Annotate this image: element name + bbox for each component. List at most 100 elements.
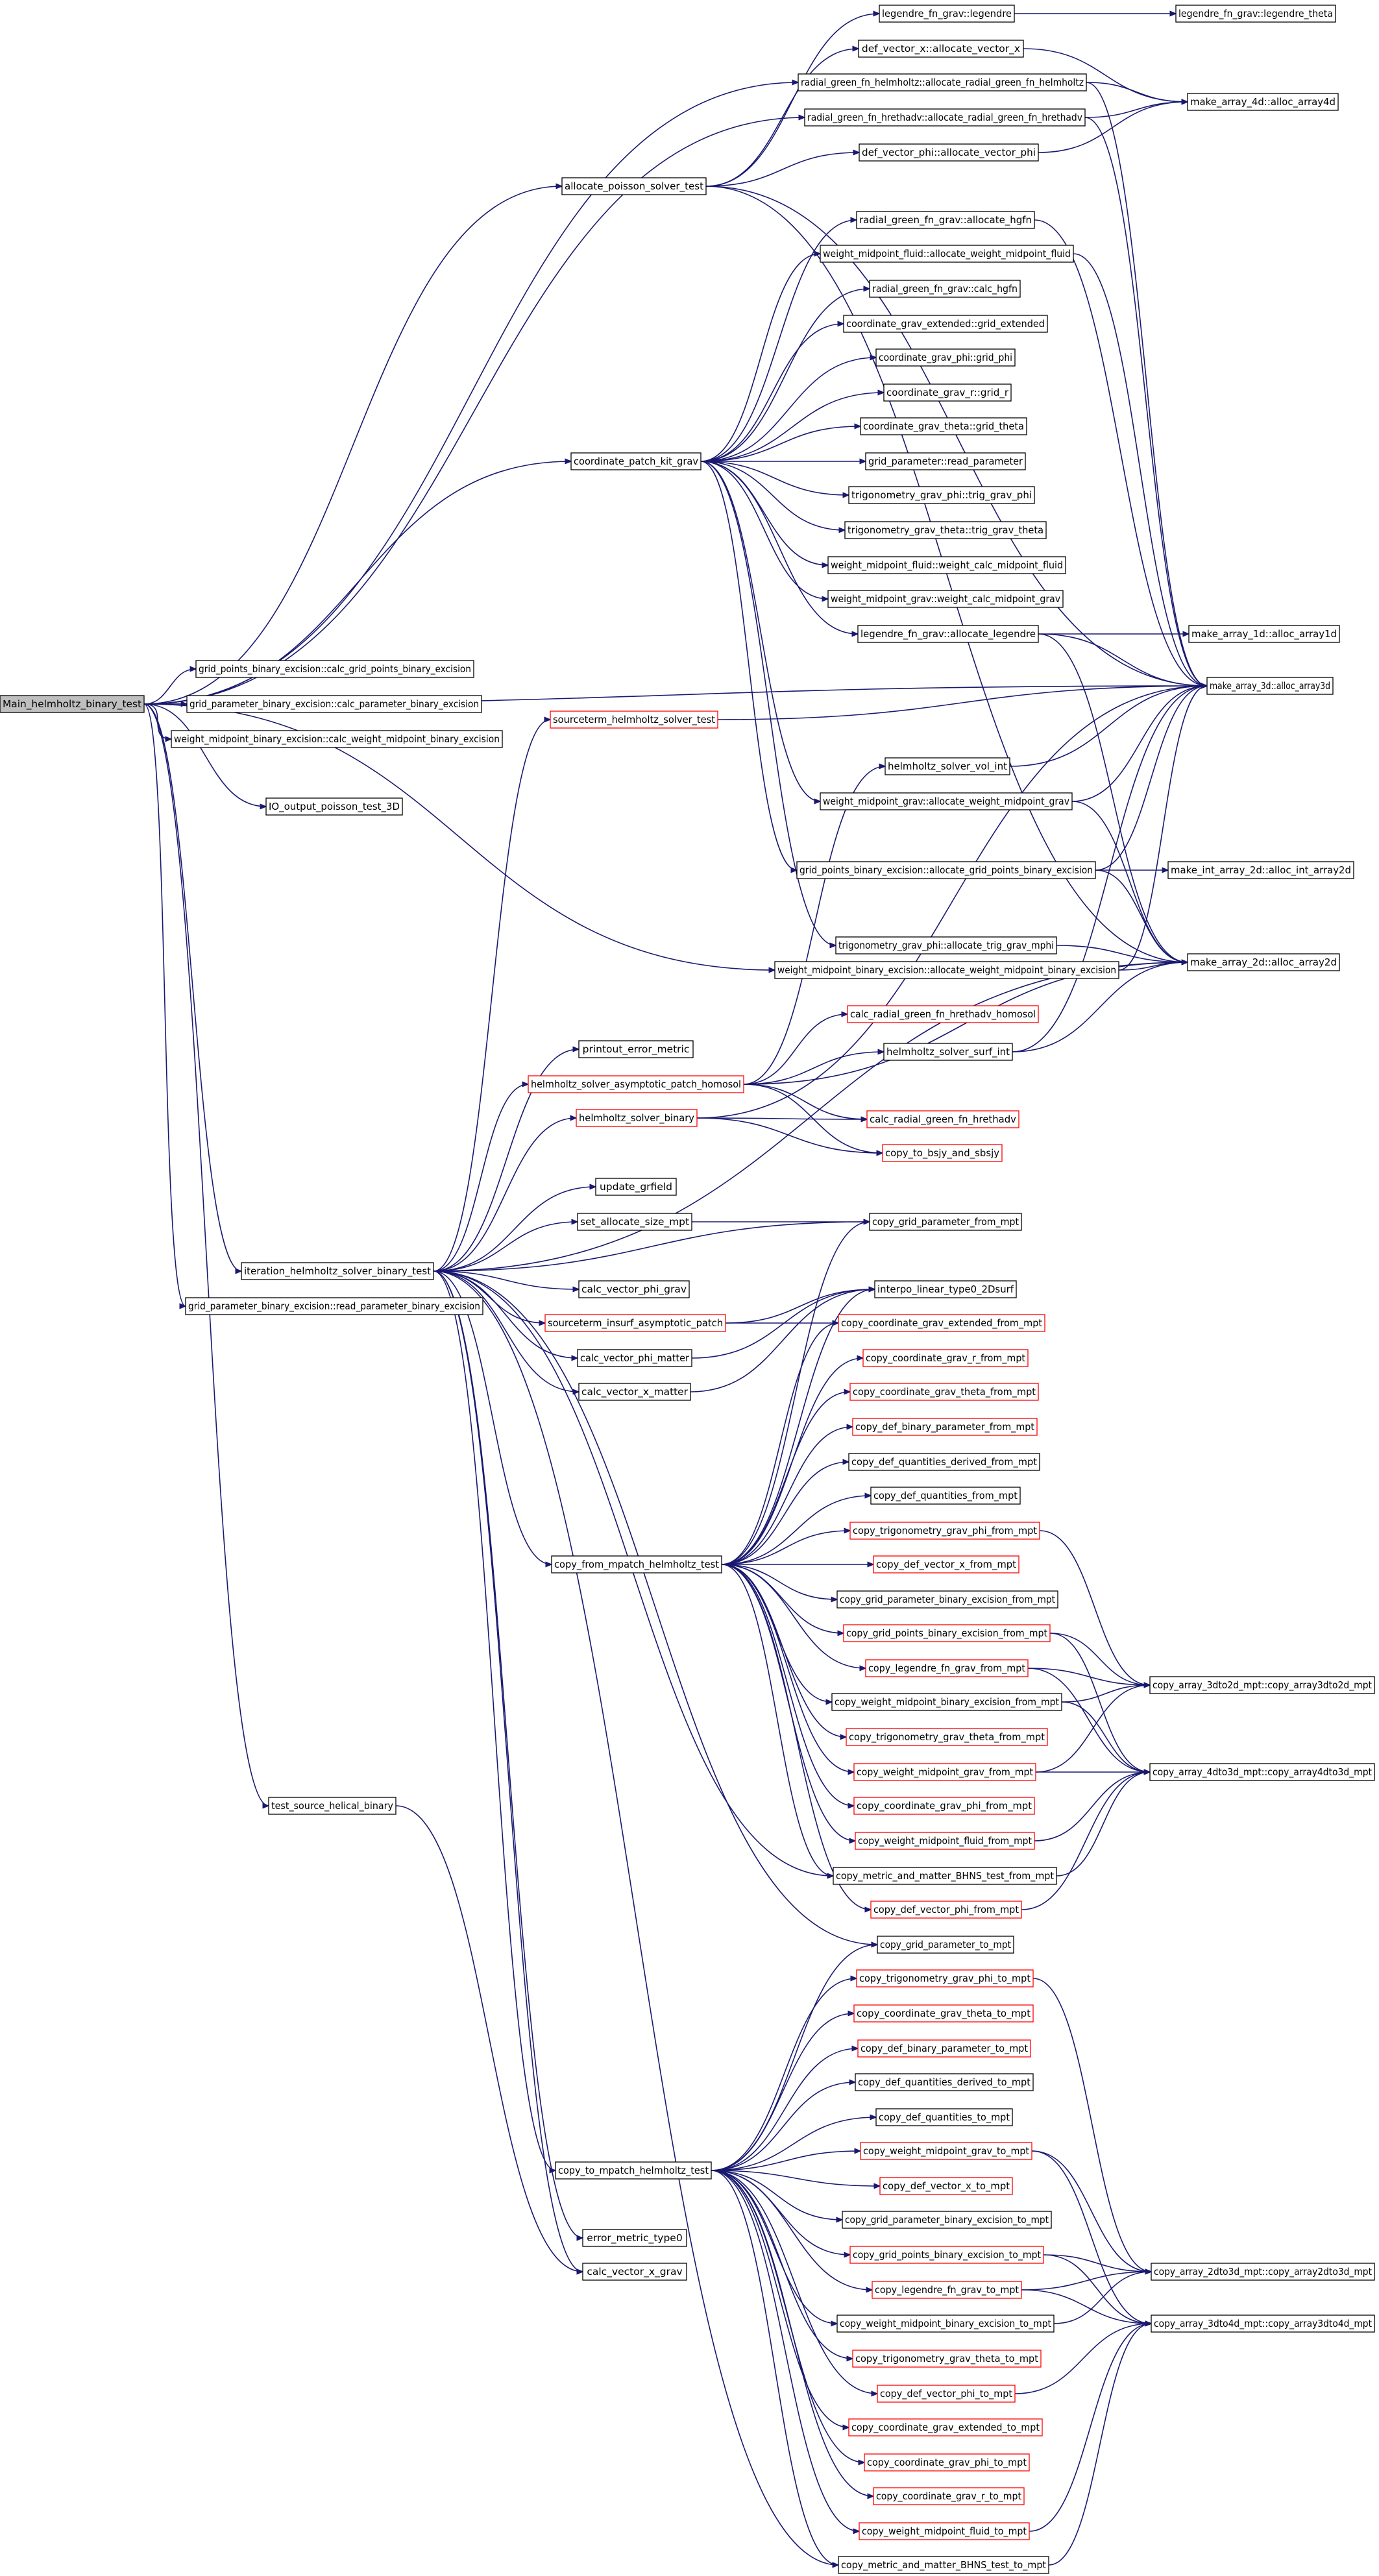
- node-grid-parameter-binary-excision-calc[interactable]: grid_parameter_binary_excision::calc_par…: [186, 695, 482, 713]
- node-copy-grid-parameter-to-mpt[interactable]: copy_grid_parameter_to_mpt: [877, 1936, 1014, 1954]
- node-make-int-array-2d-alloc-int-array2d[interactable]: make_int_array_2d::alloc_int_array2d: [1167, 861, 1354, 879]
- node-coordinate-patch-kit-grav[interactable]: coordinate_patch_kit_grav: [570, 452, 702, 470]
- node-radial-green-fn-grav-allocate-hgfn[interactable]: radial_green_fn_grav::allocate_hgfn: [856, 211, 1035, 229]
- node-copy-grid-points-binary-excision-to-mpt[interactable]: copy_grid_points_binary_excision_to_mpt: [849, 2246, 1044, 2264]
- node-copy-array-4dto3d-mpt[interactable]: copy_array_4dto3d_mpt::copy_array4dto3d_…: [1149, 1763, 1375, 1781]
- node-legendre-fn-grav-allocate-legendre[interactable]: legendre_fn_grav::allocate_legendre: [857, 625, 1039, 643]
- node-calc-radial-green-fn-hrethadv-homosol[interactable]: calc_radial_green_fn_hrethadv_homosol: [847, 1005, 1039, 1023]
- node-copy-legendre-fn-grav-from-mpt[interactable]: copy_legendre_fn_grav_from_mpt: [865, 1659, 1029, 1677]
- node-set-allocate-size-mpt[interactable]: set_allocate_size_mpt: [577, 1213, 692, 1231]
- node-def-vector-phi-allocate-vector-phi[interactable]: def_vector_phi::allocate_vector_phi: [859, 143, 1039, 162]
- node-root[interactable]: Main_helmholtz_binary_test: [0, 695, 145, 713]
- node-copy-trigonometry-grav-phi-from-mpt[interactable]: copy_trigonometry_grav_phi_from_mpt: [849, 1522, 1040, 1540]
- node-calc-vector-x-matter[interactable]: calc_vector_x_matter: [578, 1383, 691, 1401]
- node-weight-midpoint-binary-excision-allocate[interactable]: weight_midpoint_binary_excision::allocat…: [774, 961, 1119, 979]
- node-weight-midpoint-grav-allocate[interactable]: weight_midpoint_grav::allocate_weight_mi…: [820, 792, 1073, 810]
- node-copy-coordinate-grav-theta-from-mpt[interactable]: copy_coordinate_grav_theta_from_mpt: [849, 1383, 1039, 1401]
- node-radial-green-fn-grav-calc-hgfn[interactable]: radial_green_fn_grav::calc_hgfn: [869, 280, 1021, 298]
- node-copy-def-vector-phi-from-mpt[interactable]: copy_def_vector_phi_from_mpt: [870, 1901, 1022, 1919]
- node-grid-points-binary-excision-calc[interactable]: grid_points_binary_excision::calc_grid_p…: [195, 660, 474, 678]
- node-legendre-fn-grav-legendre[interactable]: legendre_fn_grav::legendre: [879, 5, 1015, 23]
- node-copy-metric-and-matter-bhns-test-from-mpt[interactable]: copy_metric_and_matter_BHNS_test_from_mp…: [833, 1867, 1057, 1885]
- node-weight-midpoint-grav-weight-calc[interactable]: weight_midpoint_grav::weight_calc_midpoi…: [827, 590, 1064, 608]
- node-copy-coordinate-grav-extended-to-mpt[interactable]: copy_coordinate_grav_extended_to_mpt: [848, 2418, 1043, 2436]
- node-legendre-fn-grav-legendre-theta[interactable]: legendre_fn_grav::legendre_theta: [1175, 5, 1336, 23]
- node-grid-parameter-binary-excision-read[interactable]: grid_parameter_binary_excision::read_par…: [185, 1297, 483, 1315]
- node-copy-def-vector-x-to-mpt[interactable]: copy_def_vector_x_to_mpt: [879, 2177, 1013, 2195]
- node-make-array-2d-alloc-array2d[interactable]: make_array_2d::alloc_array2d: [1187, 953, 1340, 971]
- node-error-metric-type0[interactable]: error_metric_type0: [582, 2229, 687, 2247]
- node-coordinate-grav-theta-grid-theta[interactable]: coordinate_grav_theta::grid_theta: [860, 417, 1027, 435]
- node-copy-to-bsjy-and-sbsjy[interactable]: copy_to_bsjy_and_sbsjy: [882, 1144, 1003, 1162]
- node-trigonometry-grav-phi-allocate-trig-grav-mphi[interactable]: trigonometry_grav_phi::allocate_trig_gra…: [835, 936, 1057, 954]
- node-copy-metric-and-matter-bhns-test-to-mpt[interactable]: copy_metric_and_matter_BHNS_test_to_mpt: [838, 2556, 1049, 2574]
- node-copy-from-mpatch-helmholtz-test[interactable]: copy_from_mpatch_helmholtz_test: [551, 1555, 722, 1574]
- node-test-source-helical-binary[interactable]: test_source_helical_binary: [268, 1797, 397, 1815]
- node-weight-midpoint-binary-excision-calc[interactable]: weight_midpoint_binary_excision::calc_we…: [171, 730, 503, 748]
- node-copy-def-vector-phi-to-mpt[interactable]: copy_def_vector_phi_to_mpt: [877, 2385, 1016, 2403]
- node-copy-trigonometry-grav-phi-to-mpt[interactable]: copy_trigonometry_grav_phi_to_mpt: [856, 1969, 1034, 1987]
- node-allocate-poisson-solver-test[interactable]: allocate_poisson_solver_test: [561, 177, 707, 195]
- node-coordinate-grav-extended-grid-extended[interactable]: coordinate_grav_extended::grid_extended: [843, 315, 1048, 333]
- node-iteration-helmholtz-solver-binary-test[interactable]: iteration_helmholtz_solver_binary_test: [241, 1262, 434, 1280]
- node-sourceterm-helmholtz-solver-test[interactable]: sourceterm_helmholtz_solver_test: [550, 711, 718, 729]
- node-copy-to-mpatch-helmholtz-test[interactable]: copy_to_mpatch_helmholtz_test: [555, 2161, 712, 2180]
- node-coordinate-grav-r-grid-r[interactable]: coordinate_grav_r::grid_r: [883, 383, 1012, 402]
- node-copy-weight-midpoint-grav-from-mpt[interactable]: copy_weight_midpoint_grav_from_mpt: [853, 1763, 1036, 1781]
- node-copy-def-quantities-derived-to-mpt[interactable]: copy_def_quantities_derived_to_mpt: [855, 2073, 1034, 2091]
- node-copy-def-vector-x-from-mpt[interactable]: copy_def_vector_x_from_mpt: [873, 1555, 1019, 1574]
- node-make-array-1d-alloc-array1d[interactable]: make_array_1d::alloc_array1d: [1188, 625, 1340, 643]
- node-update-grfield[interactable]: update_grfield: [595, 1178, 677, 1196]
- node-copy-grid-points-binary-excision-from-mpt[interactable]: copy_grid_points_binary_excision_from_mp…: [843, 1624, 1051, 1642]
- node-copy-weight-midpoint-binary-excision-from-mpt[interactable]: copy_weight_midpoint_binary_excision_fro…: [831, 1693, 1062, 1711]
- node-calc-radial-green-fn-hrethadv[interactable]: calc_radial_green_fn_hrethadv: [866, 1110, 1019, 1128]
- node-weight-midpoint-fluid-allocate[interactable]: weight_midpoint_fluid::allocate_weight_m…: [820, 245, 1074, 263]
- node-calc-vector-phi-grav[interactable]: calc_vector_phi_grav: [578, 1280, 690, 1298]
- node-copy-array-2dto3d-mpt[interactable]: copy_array_2dto3d_mpt::copy_array2dto3d_…: [1151, 2263, 1375, 2281]
- node-make-array-4d-alloc-array4d[interactable]: make_array_4d::alloc_array4d: [1187, 93, 1339, 111]
- node-helmholtz-solver-asymptotic-patch-homosol[interactable]: helmholtz_solver_asymptotic_patch_homoso…: [528, 1075, 744, 1093]
- node-copy-coordinate-grav-theta-to-mpt[interactable]: copy_coordinate_grav_theta_to_mpt: [853, 2004, 1034, 2023]
- node-copy-def-binary-parameter-to-mpt[interactable]: copy_def_binary_parameter_to_mpt: [857, 2039, 1031, 2058]
- node-copy-def-quantities-derived-from-mpt[interactable]: copy_def_quantities_derived_from_mpt: [848, 1453, 1040, 1471]
- node-copy-coordinate-grav-extended-from-mpt[interactable]: copy_coordinate_grav_extended_from_mpt: [838, 1314, 1045, 1332]
- node-copy-weight-midpoint-fluid-from-mpt[interactable]: copy_weight_midpoint_fluid_from_mpt: [855, 1832, 1035, 1850]
- node-grid-points-binary-excision-allocate[interactable]: grid_points_binary_excision::allocate_gr…: [796, 861, 1096, 879]
- node-helmholtz-solver-surf-int[interactable]: helmholtz_solver_surf_int: [883, 1043, 1013, 1061]
- node-copy-coordinate-grav-r-to-mpt[interactable]: copy_coordinate_grav_r_to_mpt: [873, 2487, 1025, 2505]
- node-copy-trigonometry-grav-theta-from-mpt[interactable]: copy_trigonometry_grav_theta_from_mpt: [846, 1728, 1048, 1746]
- node-copy-array-3dto4d-mpt[interactable]: copy_array_3dto4d_mpt::copy_array3dto4d_…: [1151, 2315, 1375, 2333]
- node-interpo-linear-type0-2dsurf[interactable]: interpo_linear_type0_2Dsurf: [874, 1280, 1017, 1298]
- node-copy-weight-midpoint-grav-to-mpt[interactable]: copy_weight_midpoint_grav_to_mpt: [860, 2142, 1032, 2160]
- node-copy-weight-midpoint-binary-excision-to-mpt[interactable]: copy_weight_midpoint_binary_excision_to_…: [836, 2315, 1055, 2333]
- node-calc-vector-x-grav[interactable]: calc_vector_x_grav: [582, 2263, 687, 2281]
- node-make-array-3d-alloc-array3d[interactable]: make_array_3d::alloc_array3d: [1206, 677, 1334, 695]
- node-copy-grid-parameter-from-mpt[interactable]: copy_grid_parameter_from_mpt: [869, 1213, 1022, 1231]
- node-weight-midpoint-fluid-weight-calc[interactable]: weight_midpoint_fluid::weight_calc_midpo…: [827, 556, 1066, 574]
- node-copy-grid-parameter-binary-excision-from-mpt[interactable]: copy_grid_parameter_binary_excision_from…: [836, 1590, 1058, 1609]
- node-copy-coordinate-grav-phi-from-mpt[interactable]: copy_coordinate_grav_phi_from_mpt: [853, 1797, 1035, 1815]
- node-calc-vector-phi-matter[interactable]: calc_vector_phi_matter: [577, 1349, 692, 1367]
- node-copy-weight-midpoint-fluid-to-mpt[interactable]: copy_weight_midpoint_fluid_to_mpt: [859, 2522, 1030, 2540]
- node-io-output-poisson-test-3d[interactable]: IO_output_poisson_test_3D: [265, 797, 403, 816]
- node-coordinate-grav-phi-grid-phi[interactable]: coordinate_grav_phi::grid_phi: [875, 348, 1016, 367]
- node-helmholtz-solver-binary[interactable]: helmholtz_solver_binary: [576, 1109, 698, 1127]
- node-helmholtz-solver-vol-int[interactable]: helmholtz_solver_vol_int: [885, 757, 1010, 775]
- node-radial-green-fn-hrethadv-allocate[interactable]: radial_green_fn_hrethadv::allocate_radia…: [804, 108, 1086, 127]
- node-copy-trigonometry-grav-theta-to-mpt[interactable]: copy_trigonometry_grav_theta_to_mpt: [852, 2350, 1042, 2368]
- node-trigonometry-grav-phi-trig-grav-phi[interactable]: trigonometry_grav_phi::trig_grav_phi: [848, 486, 1035, 504]
- node-copy-def-binary-parameter-from-mpt[interactable]: copy_def_binary_parameter_from_mpt: [852, 1418, 1038, 1436]
- node-sourceterm-insurf-asymptotic-patch[interactable]: sourceterm_insurf_asymptotic_patch: [544, 1314, 726, 1332]
- node-copy-def-quantities-to-mpt[interactable]: copy_def_quantities_to_mpt: [875, 2108, 1013, 2126]
- node-def-vector-x-allocate-vector-x[interactable]: def_vector_x::allocate_vector_x: [858, 40, 1024, 58]
- node-copy-coordinate-grav-r-from-mpt[interactable]: copy_coordinate_grav_r_from_mpt: [862, 1349, 1029, 1367]
- node-copy-def-quantities-from-mpt[interactable]: copy_def_quantities_from_mpt: [870, 1487, 1021, 1505]
- node-printout-error-metric[interactable]: printout_error_metric: [578, 1040, 694, 1058]
- node-radial-green-fn-helmholtz-allocate[interactable]: radial_green_fn_helmholtz::allocate_radi…: [798, 73, 1087, 91]
- node-copy-coordinate-grav-phi-to-mpt[interactable]: copy_coordinate_grav_phi_to_mpt: [864, 2453, 1030, 2472]
- node-trigonometry-grav-theta-trig-grav-theta[interactable]: trigonometry_grav_theta::trig_grav_theta: [844, 521, 1047, 539]
- node-copy-grid-parameter-binary-excision-to-mpt[interactable]: copy_grid_parameter_binary_excision_to_m…: [842, 2211, 1052, 2229]
- node-copy-legendre-fn-grav-to-mpt[interactable]: copy_legendre_fn_grav_to_mpt: [872, 2281, 1022, 2299]
- node-grid-parameter-read-parameter[interactable]: grid_parameter::read_parameter: [865, 452, 1026, 470]
- node-copy-array-3dto2d-mpt[interactable]: copy_array_3dto2d_mpt::copy_array3dto2d_…: [1149, 1676, 1375, 1694]
